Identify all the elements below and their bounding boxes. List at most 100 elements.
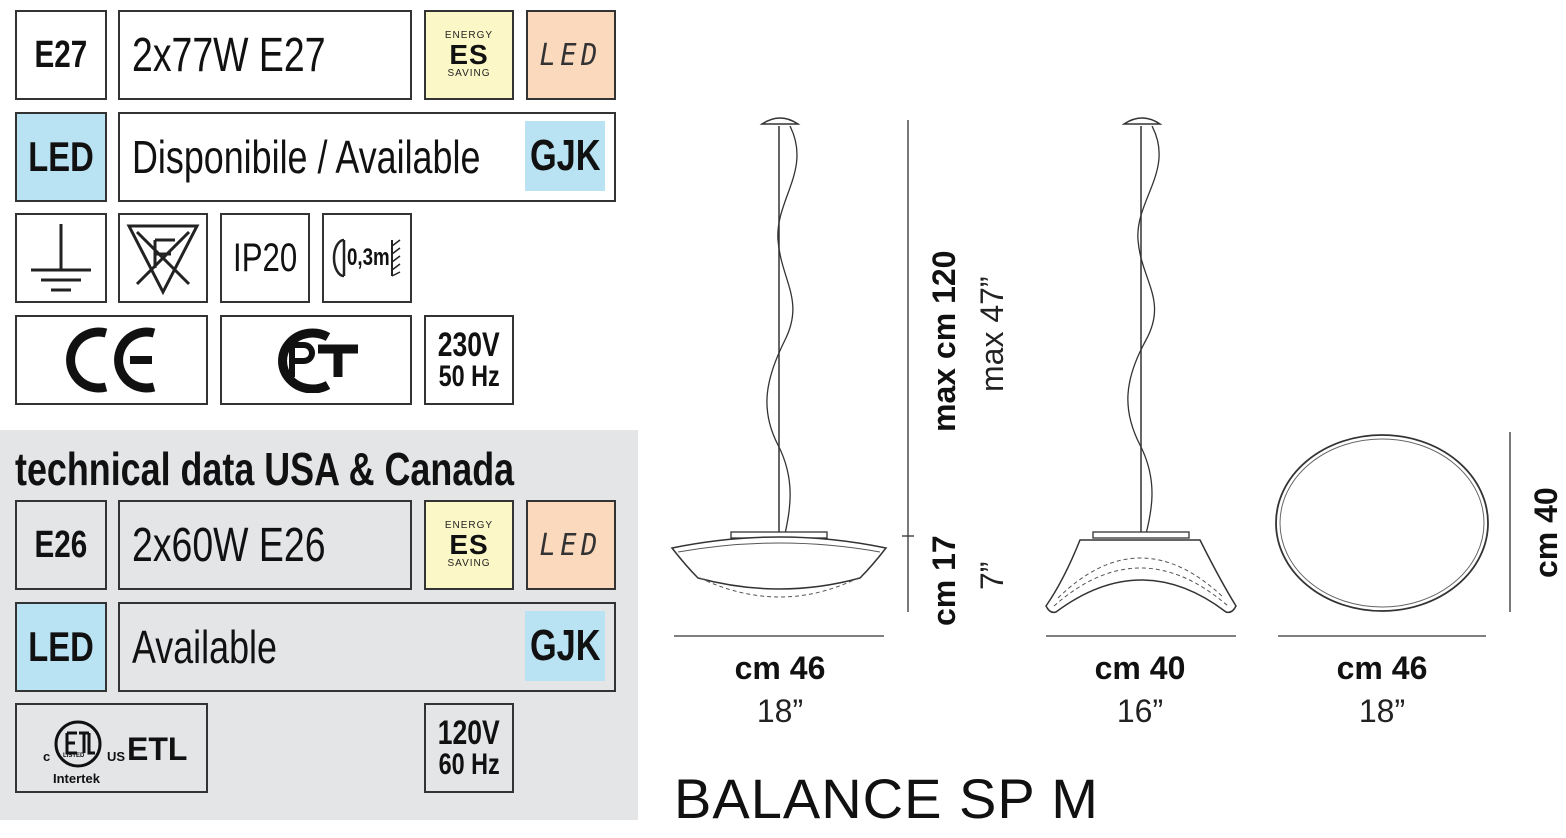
etl-mark-box: c LISTED US Intertek ETL — [15, 703, 208, 793]
body-height-cm: cm 17 — [926, 535, 962, 626]
front-canopy — [759, 117, 801, 125]
usa-energy-saving-badge: ENERGY ES SAVING — [424, 500, 514, 590]
front-view-drawing — [670, 117, 914, 637]
top-width-label: cm 46 18” — [1302, 650, 1462, 730]
energy-label: ENERGY — [444, 30, 494, 41]
top-view-drawing — [1275, 432, 1511, 637]
energy-saving-badge: ENERGY ES SAVING — [424, 10, 514, 100]
usa-lamp-spec: 2x60W E26 — [132, 518, 326, 572]
top-width-in: 18” — [1358, 693, 1406, 729]
no-insulation-symbol-box — [118, 213, 208, 303]
usa-led-class: GJK — [529, 621, 601, 670]
side-power-cord — [1127, 125, 1160, 535]
front-diffuser-rim — [677, 542, 881, 553]
usa-lamp-spec-box: 2x60W E26 — [118, 500, 412, 590]
side-width-cm: cm 40 — [1094, 650, 1186, 686]
height-in: max 47” — [974, 276, 1010, 392]
ip-rating: IP20 — [232, 235, 298, 280]
usa-led-code: LED — [28, 623, 94, 670]
body-height-cm-label: cm 17 — [926, 535, 963, 626]
top-outer-ellipse — [1275, 434, 1489, 612]
ip-rating-box: IP20 — [220, 213, 310, 303]
ce-mark-text: CE — [17, 317, 18, 318]
ce-mark-icon — [65, 327, 155, 393]
usa-es-label: ES — [449, 529, 489, 560]
etl-c: c — [43, 749, 51, 764]
etl-listed: LISTED — [63, 753, 85, 759]
usa-canada-heading: technical data USA & Canada — [15, 442, 655, 496]
front-width-cm: cm 46 — [734, 650, 826, 686]
top-width-cm: cm 46 — [1336, 650, 1428, 686]
product-name-text: BALANCE SP M — [674, 767, 1099, 830]
usa-led-code-box: LED — [15, 602, 107, 692]
earth-symbol-box — [15, 213, 107, 303]
front-power-cord — [766, 125, 798, 535]
product-name: BALANCE SP M — [674, 766, 1099, 831]
usa-energy-label: ENERGY — [444, 520, 494, 531]
body-height-in-label: 7” — [974, 562, 1011, 590]
led-badge: LED — [526, 10, 616, 100]
etl-logo: c LISTED US Intertek — [29, 715, 129, 786]
height-in-label: max 47” — [974, 276, 1011, 392]
front-diffuser-inner — [699, 577, 859, 598]
etl-us: US — [107, 749, 126, 764]
usa-canada-heading-text: technical data USA & Canada — [15, 443, 515, 495]
led-class: GJK — [529, 131, 601, 180]
lamp-distance-icon — [332, 238, 346, 278]
ce-mark-box: CE — [15, 315, 208, 405]
led-class-badge: GJK — [525, 121, 605, 191]
pct-mark-box: PCT — [220, 315, 412, 405]
side-diffuser — [1045, 539, 1237, 614]
usa-led-availability: Available — [132, 621, 277, 673]
pct-mark-text: PCT — [222, 317, 223, 318]
usa-led-badge-label: LED — [539, 527, 603, 563]
height-cm: max cm 120 — [926, 250, 962, 432]
front-rosette — [730, 531, 828, 539]
side-rosette — [1092, 531, 1190, 539]
pct-certification-icon — [278, 328, 358, 393]
etl-label: ETL — [127, 731, 188, 767]
lamp-spec: 2x77W E27 — [132, 28, 326, 82]
side-canopy — [1121, 117, 1163, 125]
top-inner-ellipse — [1279, 438, 1485, 608]
voltage-box: 230V 50 Hz — [424, 315, 514, 405]
led-code: LED — [28, 133, 94, 180]
side-diffuser-inner-2 — [1053, 567, 1229, 607]
top-depth-label: cm 40 — [1528, 487, 1565, 578]
usa-voltage-box: 120V 60 Hz — [424, 703, 514, 793]
front-width-in: 18” — [756, 693, 804, 729]
surface-hatch-icon — [390, 239, 401, 277]
lamp-spec-box: 2x77W E27 — [118, 10, 412, 100]
saving-label: SAVING — [447, 68, 491, 79]
body-height-in: 7” — [974, 561, 1010, 590]
usa-frequency: 60 Hz — [438, 748, 500, 781]
not-suitable-insulation-icon — [126, 224, 200, 296]
usa-saving-label: SAVING — [447, 558, 491, 569]
front-diffuser — [670, 536, 888, 590]
frequency: 50 Hz — [438, 360, 500, 393]
height-cm-label: max cm 120 — [926, 251, 963, 432]
es-label: ES — [449, 39, 489, 70]
side-view-drawing — [1045, 117, 1237, 637]
usa-socket-code-box: E26 — [15, 500, 107, 590]
socket-code: E27 — [34, 33, 88, 76]
led-availability: Disponibile / Available — [132, 131, 481, 183]
usa-led-class-badge: GJK — [525, 611, 605, 681]
min-distance: 0,3m — [347, 244, 390, 271]
min-distance-box: 0,3m — [322, 213, 412, 303]
voltage: 230V — [438, 326, 500, 364]
socket-code-box: E27 — [15, 10, 107, 100]
led-code-box: LED — [15, 112, 107, 202]
usa-led-badge: LED — [526, 500, 616, 590]
etl-circle-icon — [54, 720, 102, 768]
etl-intertek: Intertek — [53, 771, 100, 786]
usa-socket-code: E26 — [34, 523, 88, 566]
led-badge-label: LED — [539, 37, 603, 73]
side-diffuser-inner — [1057, 557, 1225, 599]
usa-voltage: 120V — [438, 714, 500, 752]
side-width-in: 16” — [1116, 693, 1164, 729]
earth-ground-icon — [31, 224, 91, 292]
top-depth-cm: cm 40 — [1528, 487, 1564, 578]
front-width-label: cm 46 18” — [700, 650, 860, 730]
side-width-label: cm 40 16” — [1060, 650, 1220, 730]
